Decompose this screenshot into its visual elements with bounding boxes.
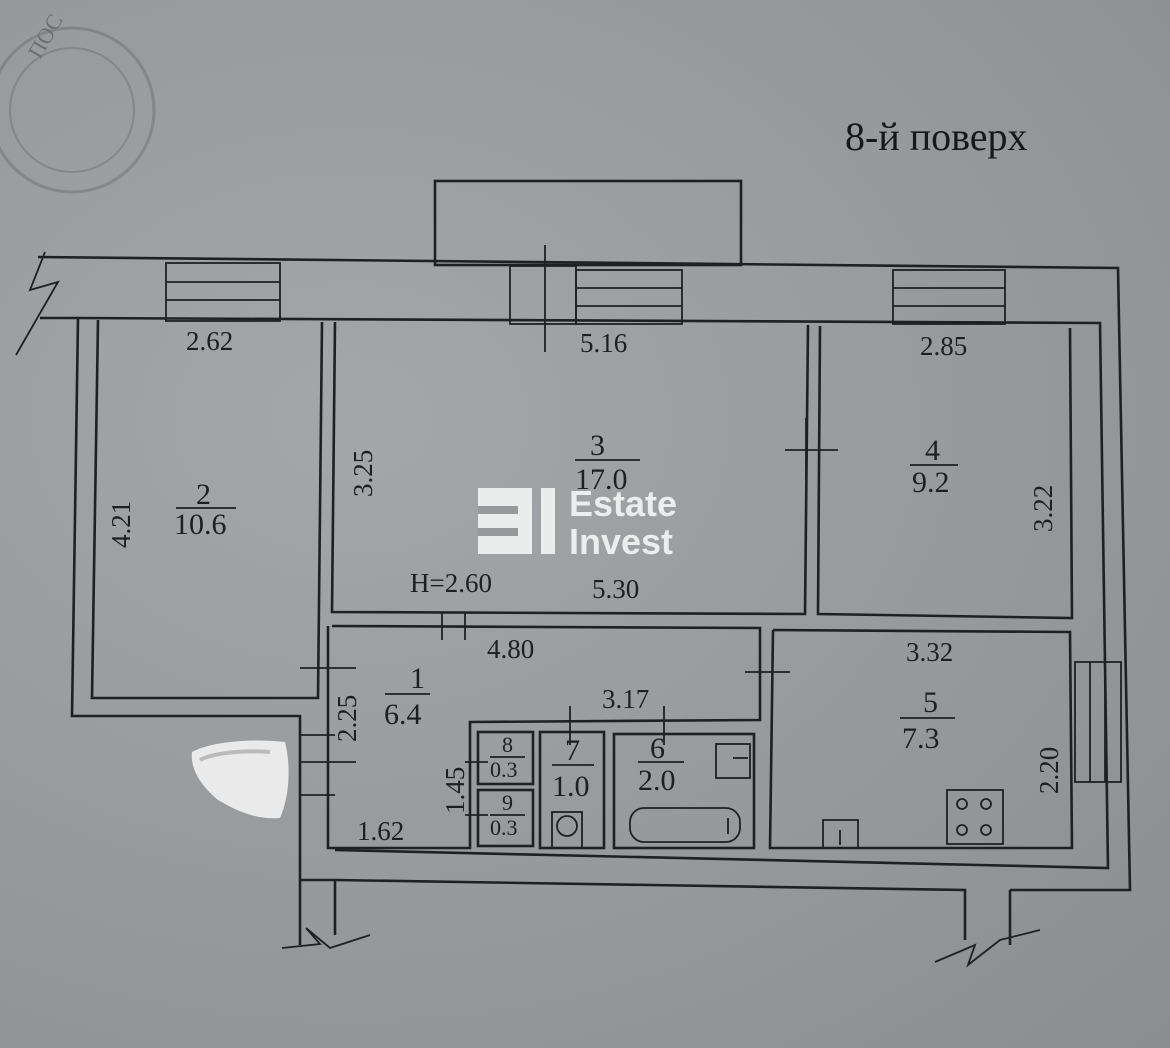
room-3-area: 17.0 bbox=[575, 463, 628, 496]
dimension-5-16: 5.16 bbox=[580, 328, 627, 358]
watermark-logo: Estate Invest bbox=[478, 483, 677, 562]
room-5-area: 7.3 bbox=[902, 722, 940, 755]
redacted-blot bbox=[191, 740, 289, 819]
stove-icon bbox=[946, 789, 1004, 845]
exterior-walls bbox=[15, 251, 1132, 968]
window-room2 bbox=[165, 262, 281, 322]
room-8-area: 0.3 bbox=[490, 757, 518, 782]
room-7-number: 7 bbox=[565, 734, 580, 767]
kitchen-sink-icon bbox=[822, 819, 859, 849]
dimension-4-21: 4.21 bbox=[106, 501, 136, 548]
room-1-walls bbox=[326, 624, 762, 850]
room-9-walls bbox=[476, 788, 535, 848]
room-6-number: 6 bbox=[650, 732, 665, 765]
room-6-area: 2.0 bbox=[638, 764, 676, 797]
floor-title: 8-й поверх bbox=[845, 114, 1028, 159]
window-room3 bbox=[509, 245, 683, 352]
room-2-walls bbox=[90, 319, 324, 700]
toilet-icon bbox=[551, 811, 583, 849]
room-3-number: 3 bbox=[590, 429, 605, 462]
door-marks bbox=[300, 418, 838, 816]
ceiling-height: H=2.60 bbox=[410, 568, 492, 598]
dimension-3-32: 3.32 bbox=[906, 637, 953, 667]
room-4-area: 9.2 bbox=[912, 466, 950, 499]
room-4-walls bbox=[816, 325, 1074, 620]
room-7-area: 1.0 bbox=[552, 770, 590, 803]
dimension-4-80: 4.80 bbox=[487, 634, 534, 664]
room-9-area: 0.3 bbox=[490, 815, 518, 840]
room-4-number: 4 bbox=[925, 434, 940, 467]
dimension-2-62: 2.62 bbox=[186, 326, 233, 356]
dimension-2-85: 2.85 bbox=[920, 331, 967, 361]
room-1-number: 1 bbox=[410, 662, 425, 695]
watermark-text-2: Invest bbox=[569, 521, 673, 562]
room-9-number: 9 bbox=[502, 790, 513, 815]
room-8-number: 8 bbox=[502, 732, 513, 757]
dimension-5-30: 5.30 bbox=[592, 574, 639, 604]
dimension-1-62: 1.62 bbox=[357, 816, 404, 846]
room-6-walls bbox=[612, 732, 756, 850]
balcony-outline bbox=[433, 179, 743, 267]
watermark-text-1: Estate bbox=[569, 483, 677, 524]
svg-text:ПОС: ПОС bbox=[23, 10, 68, 63]
window-room5 bbox=[1074, 661, 1122, 783]
room-2-number: 2 bbox=[196, 478, 211, 511]
dimension-3-25: 3.25 bbox=[348, 450, 378, 497]
dimension-3-22: 3.22 bbox=[1028, 485, 1058, 532]
dimension-2-25: 2.25 bbox=[332, 695, 362, 742]
dimension-2-20: 2.20 bbox=[1034, 747, 1064, 794]
dimension-1-45: 1.45 bbox=[440, 767, 470, 814]
room-3-walls bbox=[330, 321, 810, 616]
room-5-walls bbox=[768, 628, 1074, 850]
sink-icon bbox=[715, 743, 751, 779]
room-5-number: 5 bbox=[923, 686, 938, 719]
stamp-seal: ПОС bbox=[0, 10, 156, 194]
room-8-walls bbox=[476, 730, 535, 786]
bathtub-icon bbox=[629, 807, 741, 843]
room-1-area: 6.4 bbox=[384, 698, 422, 731]
dimension-3-17: 3.17 bbox=[602, 684, 649, 714]
room-2-area: 10.6 bbox=[174, 508, 227, 541]
window-room4 bbox=[892, 269, 1006, 325]
